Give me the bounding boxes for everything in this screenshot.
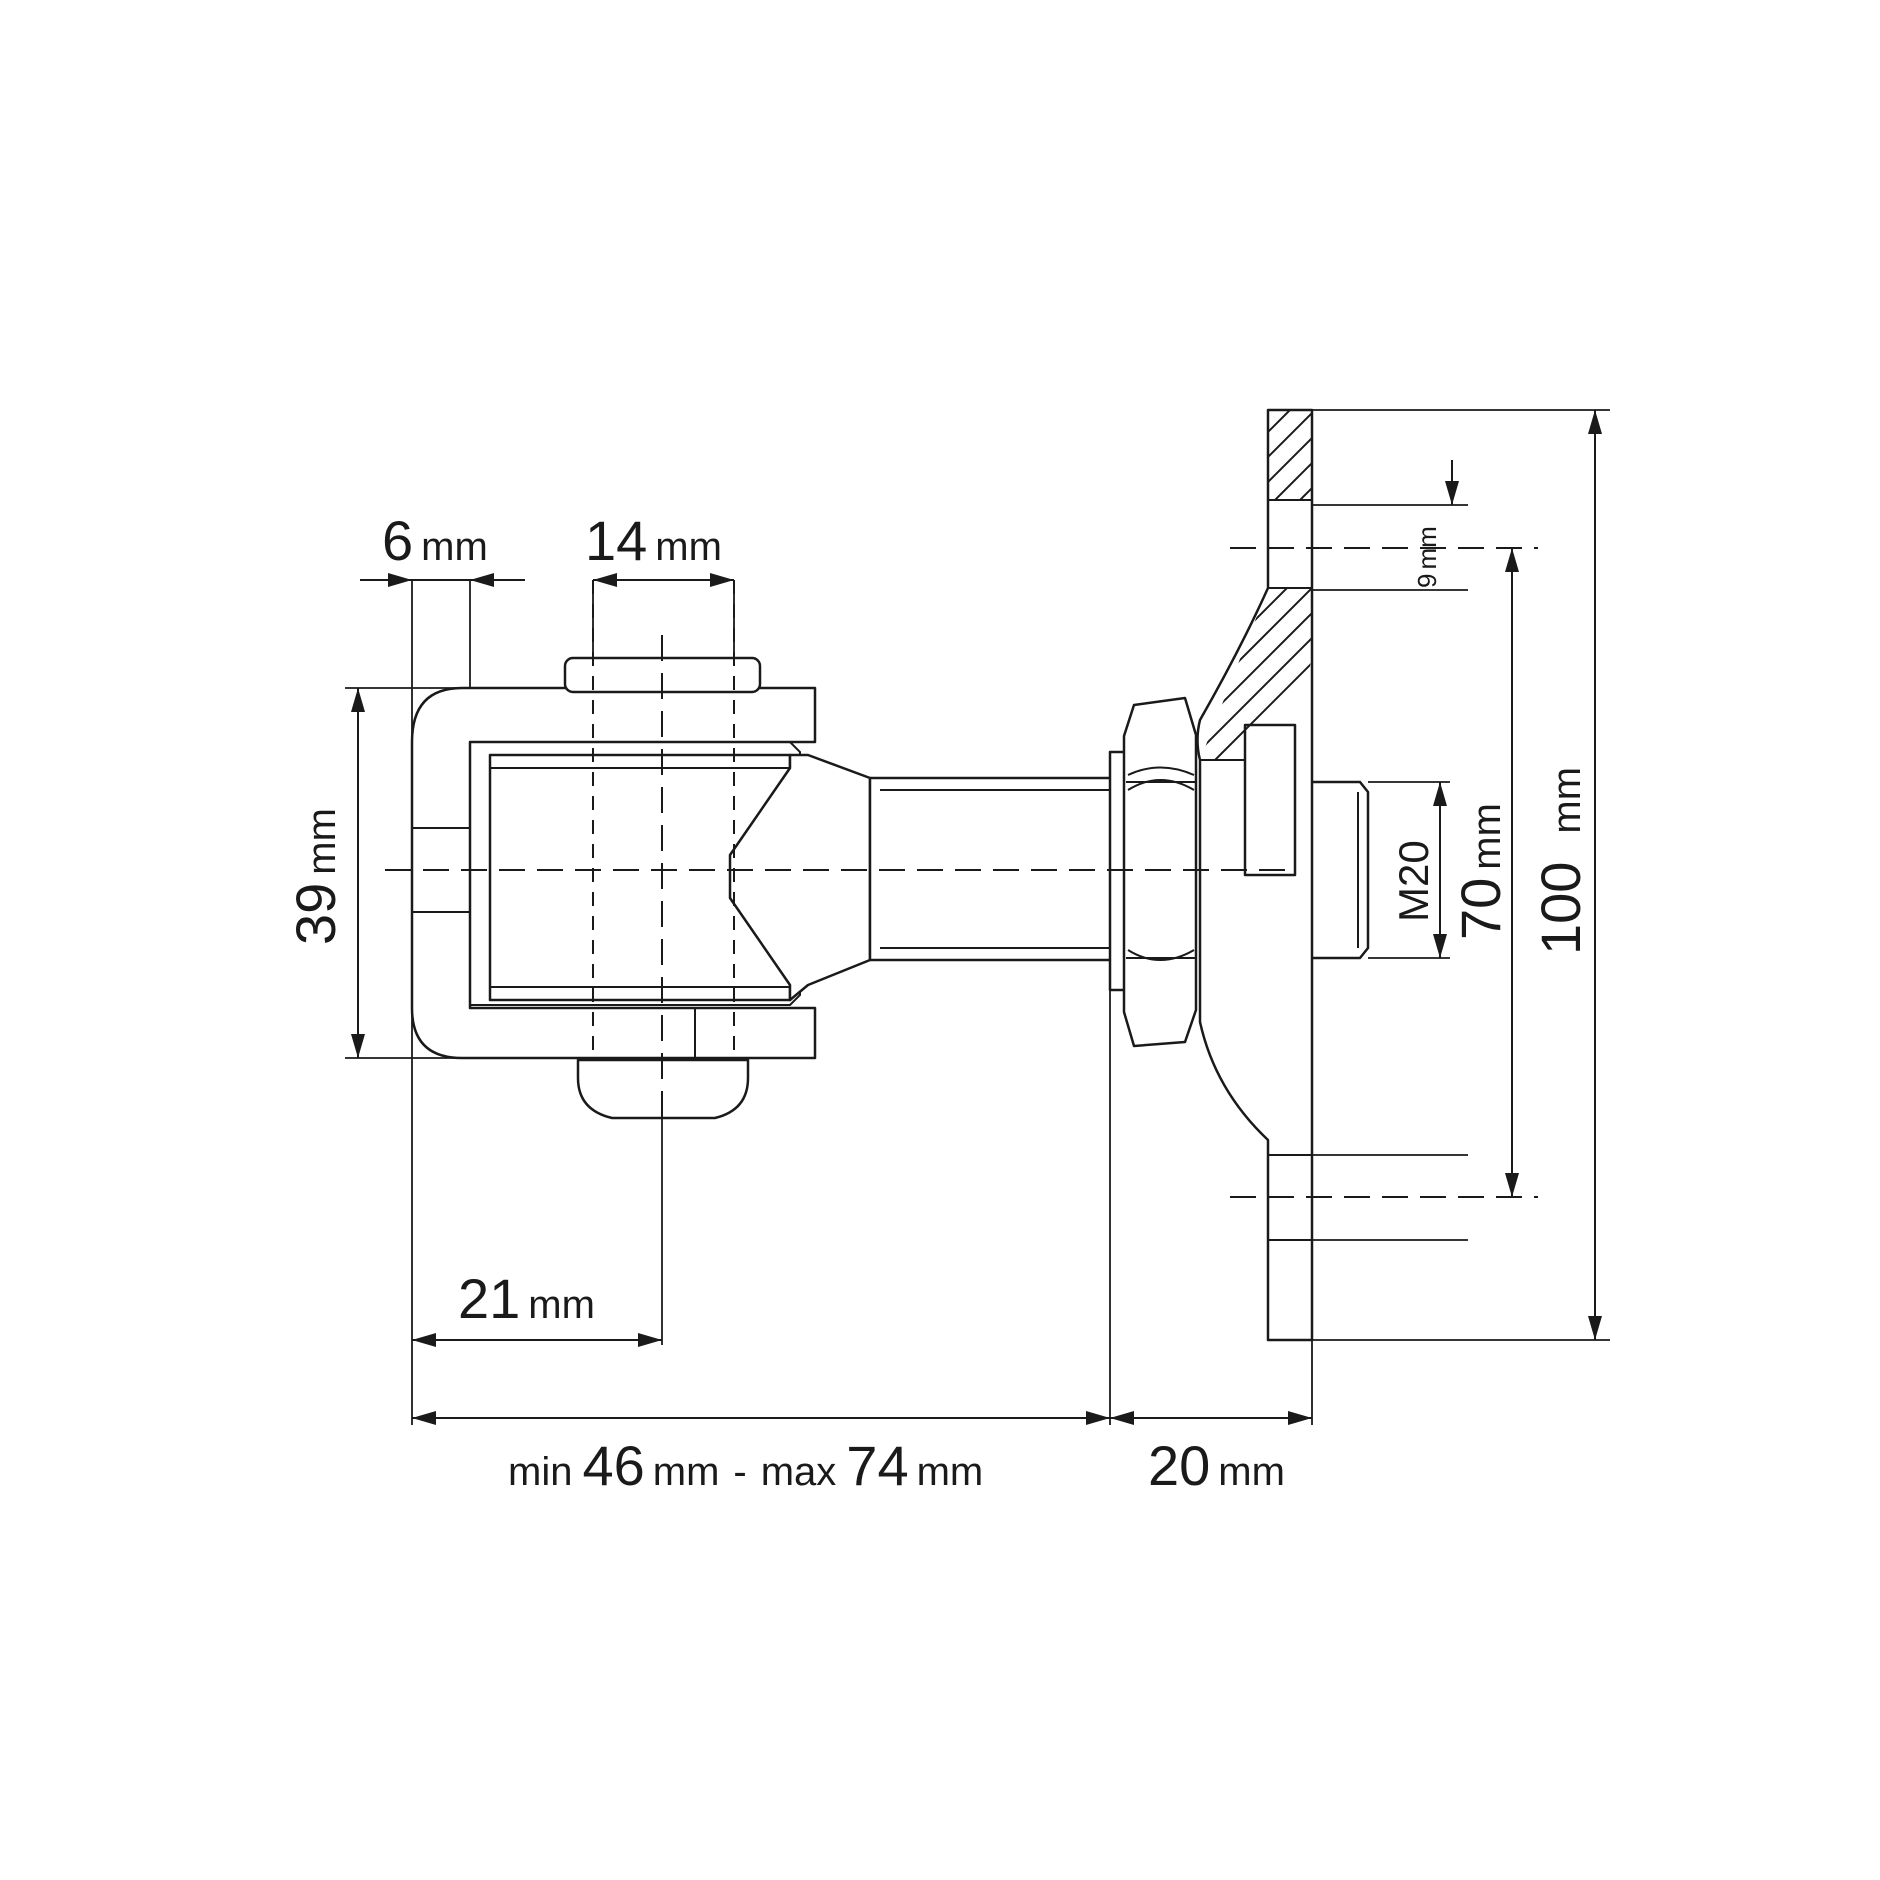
eye-u-bracket bbox=[410, 686, 817, 1060]
eye-inner-frame bbox=[469, 741, 801, 1006]
dim-100-label: 100mm bbox=[1529, 767, 1592, 955]
dim-39-label: 39mm bbox=[284, 808, 347, 945]
hex-nut-assembly bbox=[1108, 696, 1198, 1048]
pin-bottom-cap bbox=[576, 1058, 750, 1120]
dimension-lines bbox=[351, 410, 1602, 1425]
plate-boss bbox=[1243, 723, 1297, 877]
dim-9-label: 9mm bbox=[1412, 526, 1442, 588]
dim-m20-label: M20 bbox=[1390, 840, 1437, 922]
extension-lines bbox=[345, 409, 1610, 1425]
mounting-plate bbox=[1196, 408, 1314, 1342]
center-lines bbox=[385, 547, 1538, 1198]
hex-nut bbox=[1122, 696, 1198, 1048]
hinge-eye bbox=[410, 656, 872, 1120]
dim-70-label: 70mm bbox=[1449, 803, 1512, 940]
